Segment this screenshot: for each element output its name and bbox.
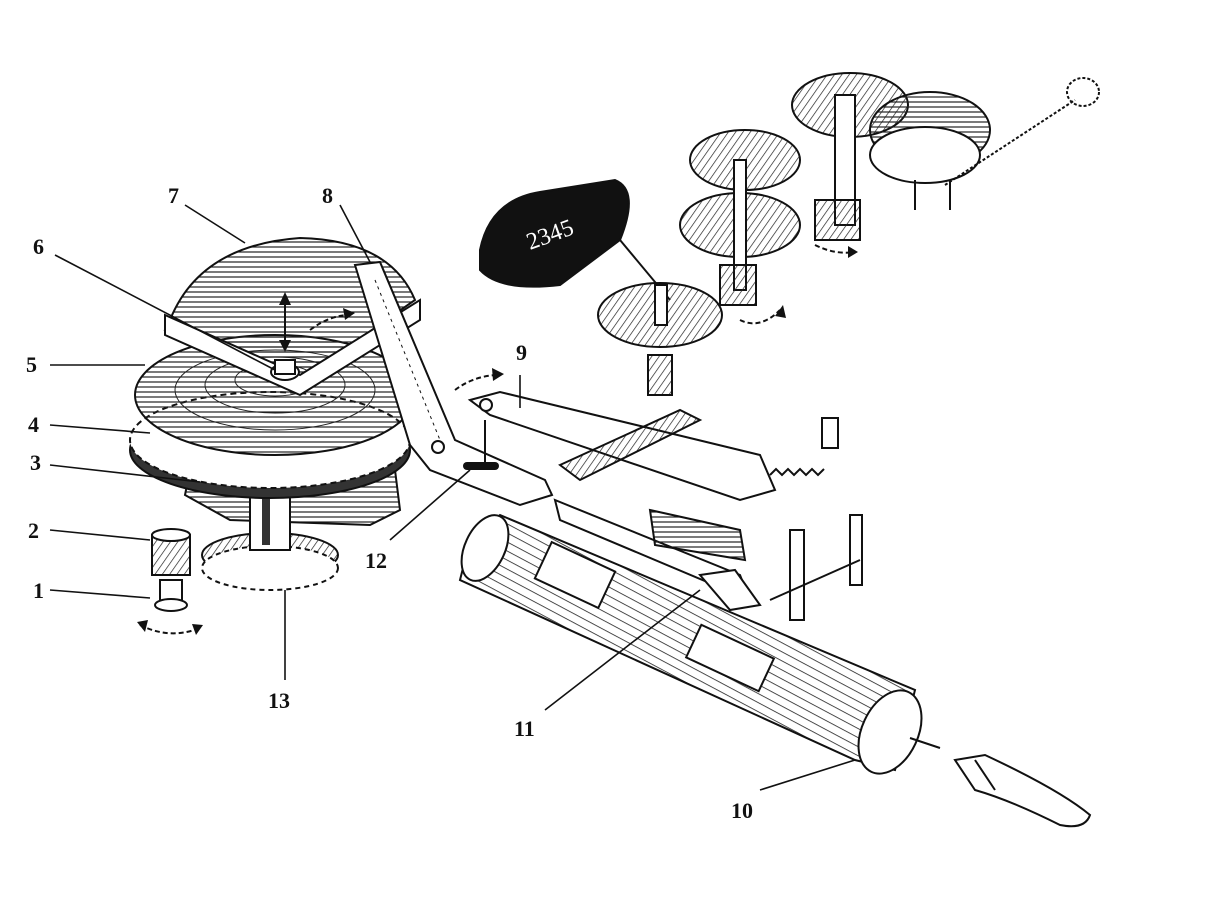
label-1: 1 <box>33 578 44 603</box>
gear-motion-arrows <box>739 244 858 325</box>
lamp-plug <box>953 753 1092 828</box>
screw-6 <box>270 359 300 381</box>
label-12: 12 <box>365 548 387 573</box>
lever-arm-8 <box>353 260 554 507</box>
labels: 1 2 3 4 5 6 7 8 9 10 11 12 13 <box>26 183 753 823</box>
pinion-2 <box>151 528 191 576</box>
latch-assembly <box>648 508 863 621</box>
label-6: 6 <box>33 234 44 259</box>
cylinder-10 <box>458 513 941 775</box>
spring-coil <box>769 417 839 477</box>
label-4: 4 <box>28 412 39 437</box>
label-9: 9 <box>516 340 527 365</box>
label-3: 3 <box>30 450 41 475</box>
contact-arm-11 <box>698 568 762 612</box>
label-13: 13 <box>268 688 290 713</box>
label-5: 5 <box>26 352 37 377</box>
motion-arrows-disc <box>279 292 355 352</box>
gear-stack-middle <box>679 129 801 306</box>
cam-disc <box>869 91 991 210</box>
label-2: 2 <box>28 518 39 543</box>
counter-plate: 2345 <box>479 178 671 301</box>
label-7: 7 <box>168 183 179 208</box>
winding-key-rod <box>944 77 1100 186</box>
label-8: 8 <box>322 183 333 208</box>
gear-lower-center <box>597 282 723 396</box>
center-shaft <box>249 489 291 551</box>
winding-screw-1 <box>137 579 203 635</box>
label-11: 11 <box>514 716 535 741</box>
slot-12 <box>463 462 499 470</box>
leader-lines <box>49 204 856 791</box>
label-10: 10 <box>731 798 753 823</box>
